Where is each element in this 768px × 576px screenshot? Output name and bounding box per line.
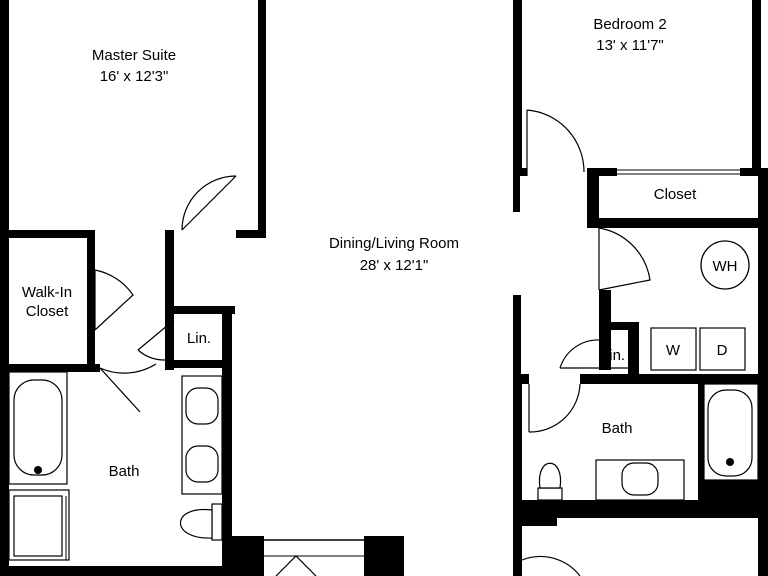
dining-living-size: 28' x 12'1"	[360, 257, 429, 274]
room-labels: Master Suite 16' x 12'3" Bedroom 2 13' x…	[22, 16, 738, 480]
bath-left-name: Bath	[109, 463, 140, 480]
master-suite-size: 16' x 12'3"	[100, 68, 169, 85]
walk-in-closet-line-2: Closet	[26, 303, 69, 320]
walk-in-closet-line-1: Walk-In	[22, 284, 72, 301]
doors	[94, 109, 740, 576]
dining-living-name: Dining/Living Room	[329, 235, 459, 252]
fixtures	[8, 240, 759, 576]
water-heater-label: WH	[713, 258, 738, 275]
linen-right-name: Lin.	[601, 347, 625, 364]
bath-right-name: Bath	[602, 420, 633, 437]
closet-name: Closet	[654, 186, 697, 203]
washer-label: W	[666, 342, 681, 359]
bedroom-2-name: Bedroom 2	[593, 16, 666, 33]
linen-left-name: Lin.	[187, 330, 211, 347]
master-suite-name: Master Suite	[92, 47, 176, 64]
dryer-label: D	[717, 342, 728, 359]
bedroom-2-size: 13' x 11'7"	[596, 37, 664, 54]
